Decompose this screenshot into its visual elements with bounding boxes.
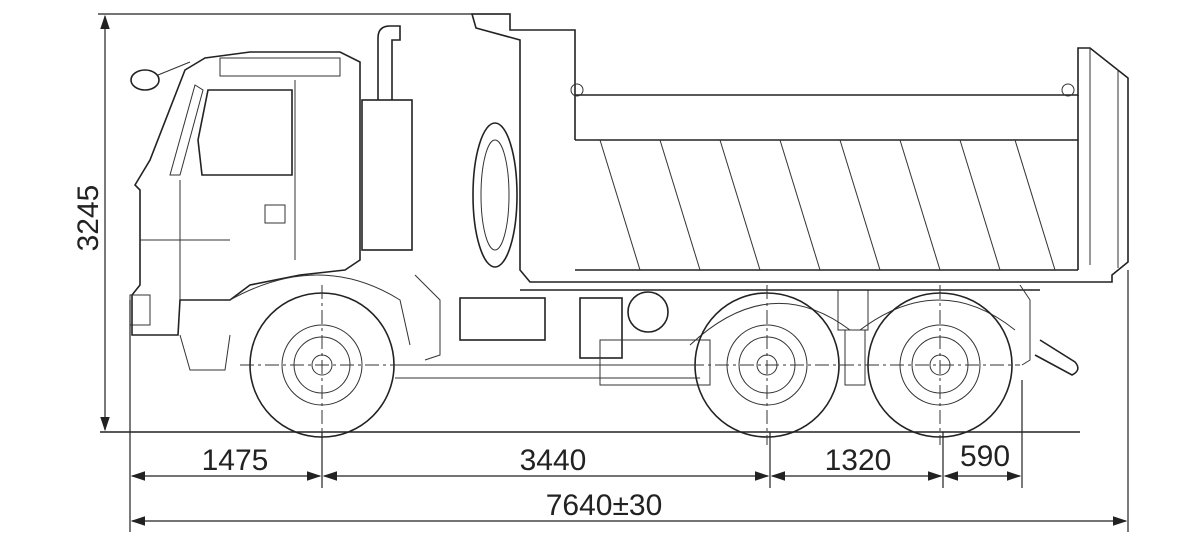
height-label: 3245	[72, 185, 105, 252]
air-intake	[361, 99, 413, 251]
wheelbase-label: 3440	[520, 444, 587, 477]
overall-length-label: 7640±30	[546, 489, 663, 522]
chassis	[229, 274, 1079, 386]
rear-overhang-label: 590	[960, 440, 1010, 473]
front-overhang-label: 1475	[202, 444, 269, 477]
axle-spacing-label: 1320	[825, 444, 892, 477]
mirror	[130, 69, 160, 91]
exhaust-pipe	[377, 25, 401, 100]
spare-tire	[472, 122, 518, 268]
extension-lines	[98, 13, 1129, 532]
cab	[129, 51, 361, 371]
dump-body	[470, 13, 1129, 283]
